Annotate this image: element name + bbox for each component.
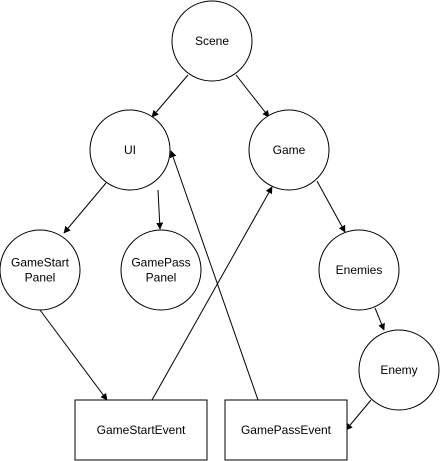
node-enemy-circle — [358, 329, 440, 411]
edge-enemies-to-enemy — [374, 307, 385, 331]
node-ui: UI — [89, 109, 171, 191]
edge-scene-to-game — [235, 74, 270, 118]
node-gamepass-event: GamePassEvent — [224, 399, 348, 461]
node-enemies-circle — [318, 229, 400, 311]
node-enemies-label: Enemies — [336, 263, 383, 277]
node-gamestart-panel-circle — [0, 229, 81, 311]
node-ui-label: UI — [124, 143, 136, 157]
edge-ui-to-gamepass-panel — [156, 189, 164, 230]
edge-ui-to-gamestart-panel — [63, 182, 107, 234]
edge-gamestart-event-to-game — [151, 186, 273, 401]
edge-gamepass-event-to-ui — [169, 150, 259, 401]
node-enemy: Enemy — [358, 329, 440, 411]
node-gamestart-panel-label: GameStart — [11, 256, 70, 270]
node-game: Game — [248, 109, 330, 191]
node-gamestart-event-label: GameStartEvent — [97, 423, 186, 437]
node-enemies: Enemies — [318, 229, 400, 311]
node-game-circle — [248, 109, 330, 191]
node-scene-label: Scene — [195, 34, 229, 48]
node-gamepass-panel-label: Panel — [146, 271, 177, 285]
node-gamepass-event-label: GamePassEvent — [241, 423, 332, 437]
node-enemy-label: Enemy — [380, 363, 417, 377]
node-game-label: Game — [273, 143, 306, 157]
node-scene: Scene — [171, 0, 253, 82]
edge-enemy-to-gamepass-event — [345, 399, 372, 431]
edge-game-to-enemies — [316, 180, 346, 233]
node-gamepass-panel-circle — [120, 229, 202, 311]
node-ui-circle — [89, 109, 171, 191]
node-scene-circle — [171, 0, 253, 82]
edge-scene-to-ui — [151, 74, 189, 118]
edges-layer — [39, 74, 385, 431]
node-gamestart-event-box — [74, 399, 208, 461]
node-gamepass-panel-label: GamePass — [131, 256, 190, 270]
edge-gamestart-panel-to-gamestart-event — [39, 309, 108, 401]
node-gamestart-event: GameStartEvent — [74, 399, 208, 461]
node-gamepass-event-box — [224, 399, 348, 461]
node-gamestart-panel-label: Panel — [25, 271, 56, 285]
